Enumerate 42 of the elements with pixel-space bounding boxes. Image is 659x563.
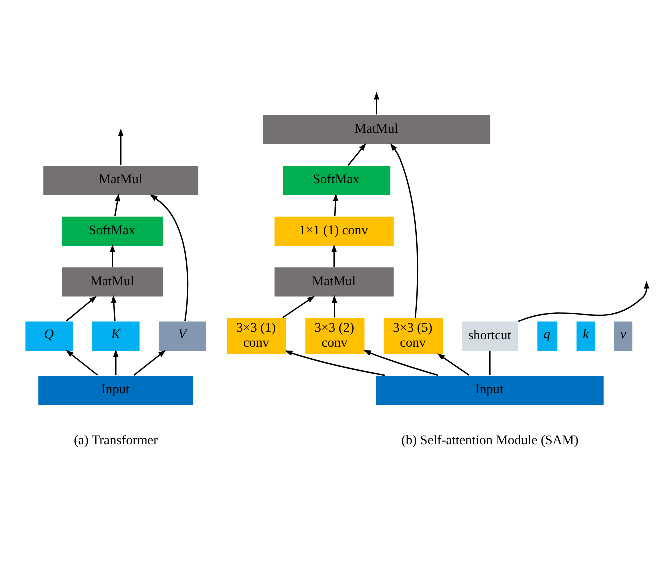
label: (a) Transformer <box>74 432 158 448</box>
node-box: v <box>613 320 634 352</box>
arrow <box>66 296 98 322</box>
arrow <box>364 350 438 376</box>
arrow <box>332 244 338 268</box>
node-box: V <box>158 320 208 352</box>
node-box: q <box>536 320 558 352</box>
node-box: MatMul <box>274 266 395 298</box>
arrow <box>282 296 316 318</box>
node-box: K <box>92 320 141 352</box>
arrow <box>150 194 189 322</box>
node-box: Input <box>38 375 194 406</box>
node-box: 1×1 (1) conv <box>274 216 395 247</box>
node-box: SoftMax <box>282 165 392 196</box>
arrow <box>374 92 380 115</box>
connector <box>489 352 491 376</box>
node-box: SoftMax <box>62 216 164 247</box>
node-box: MatMul <box>262 114 492 146</box>
arrow <box>348 143 366 166</box>
node-box: 3×3 (5) conv <box>383 318 444 356</box>
arrow <box>333 194 339 216</box>
arrow <box>332 295 338 318</box>
node-box: 3×3 (2) conv <box>304 318 366 356</box>
node-box: Q <box>24 320 74 352</box>
node-box: MatMul <box>42 165 200 196</box>
arrow <box>118 128 124 166</box>
arrow <box>111 295 117 322</box>
node-box: 3×3 (1) conv <box>226 318 288 356</box>
arrow <box>66 350 98 376</box>
arrow <box>285 350 386 376</box>
arrow <box>114 194 120 216</box>
arrow <box>113 350 119 376</box>
label: (b) Self-attention Module (SAM) <box>402 432 579 448</box>
arrow <box>437 354 470 376</box>
arrow <box>110 244 116 268</box>
node-box: shortcut <box>461 320 519 352</box>
arrow <box>390 143 418 318</box>
node-box: k <box>576 320 596 352</box>
arrow <box>518 281 650 322</box>
node-box: Input <box>376 375 605 406</box>
node-box: MatMul <box>62 266 164 298</box>
arrow <box>134 350 166 376</box>
